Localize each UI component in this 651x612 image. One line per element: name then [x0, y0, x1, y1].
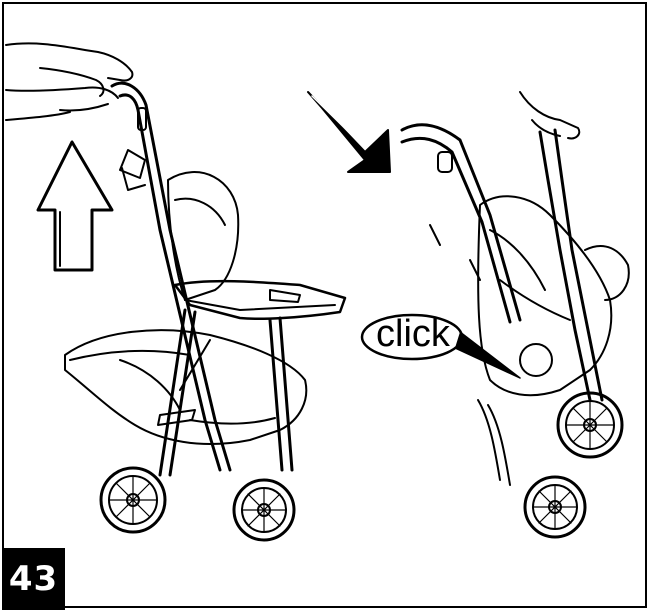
stroller-open	[65, 83, 345, 540]
rear-wheel	[234, 480, 294, 540]
hand-right	[520, 92, 579, 138]
folded-wheel-upper	[558, 393, 622, 457]
arrow-down-right-icon	[308, 92, 390, 172]
hand-left	[6, 43, 132, 120]
folded-wheel-lower	[525, 477, 585, 537]
arrow-up-icon	[38, 142, 112, 270]
step-number-badge: 43	[2, 548, 65, 610]
front-wheel	[101, 468, 165, 532]
click-callout-text: click	[363, 313, 463, 359]
